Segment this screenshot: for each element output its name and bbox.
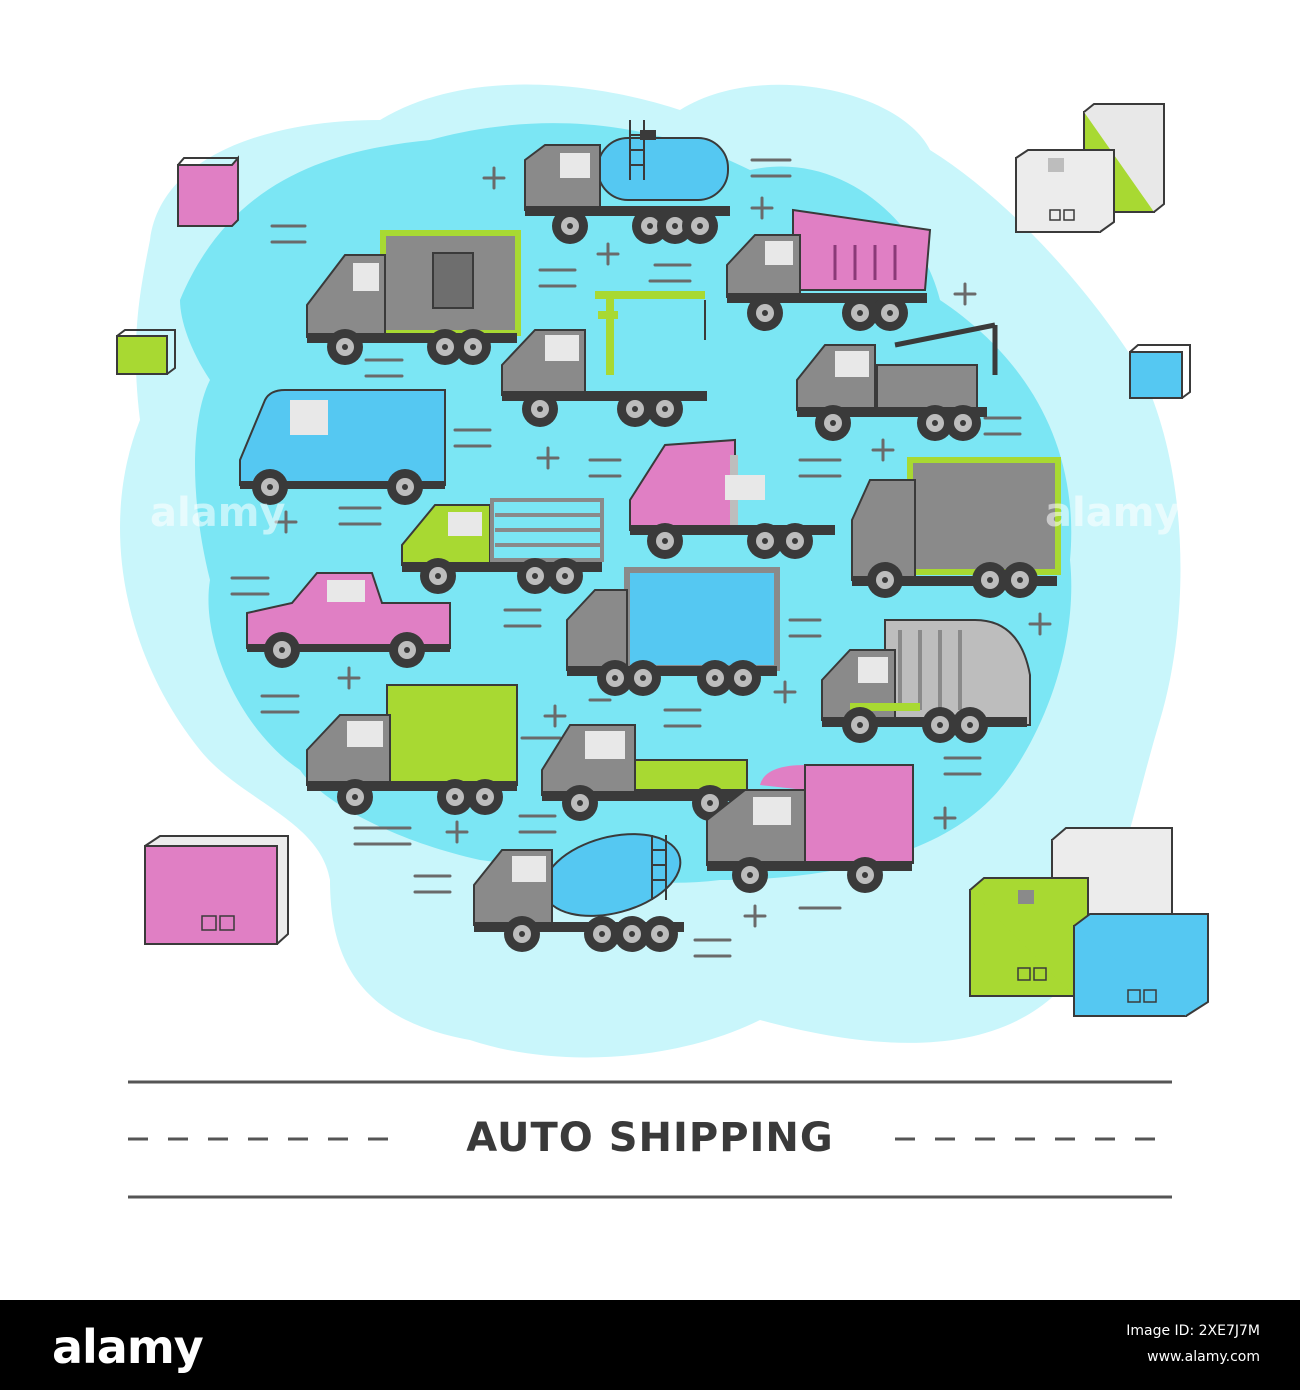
illustration	[116, 84, 1209, 1199]
cardboard-box-icon	[969, 827, 1209, 1017]
cardboard-box-icon	[116, 329, 176, 375]
cardboard-box-icon	[177, 155, 239, 227]
dump-truck-icon	[726, 208, 932, 331]
tow-truck-icon	[796, 322, 998, 441]
crane-truck-icon	[501, 291, 707, 427]
footer-bar: alamy Image ID: 2XE7J7M www.alamy.com	[0, 1300, 1300, 1390]
watermark: alamy	[1045, 490, 1181, 536]
motion-lines	[183, 158, 1022, 958]
box-truck-icon	[851, 457, 1061, 598]
cardboard-box-icon	[1129, 344, 1191, 399]
flatbed-truck-icon	[541, 724, 748, 821]
delivery-truck-icon	[706, 764, 914, 893]
cardboard-box-icon	[144, 835, 289, 945]
refrigerated-truck-icon	[306, 230, 521, 365]
logging-truck-icon	[401, 498, 604, 594]
cardboard-box-icon	[1015, 103, 1165, 233]
cement-mixer-icon	[473, 833, 684, 952]
footer-logo[interactable]: alamy	[52, 1320, 204, 1374]
footer-url[interactable]: www.alamy.com	[1147, 1349, 1260, 1365]
footer-meta: Image ID: 2XE7J7M www.alamy.com	[1126, 1318, 1260, 1370]
page-title: AUTO SHIPPING	[466, 1115, 834, 1161]
van-icon	[239, 389, 446, 505]
trailer-truck-icon	[566, 567, 780, 696]
cargo-truck-icon	[306, 684, 518, 815]
title-rules	[128, 1080, 1172, 1199]
garbage-truck-icon	[821, 619, 1031, 743]
watermark: alamy	[150, 490, 286, 536]
tanker-truck-icon	[524, 120, 730, 244]
pickup-truck-icon	[246, 572, 451, 668]
image-id: Image ID: 2XE7J7M	[1126, 1323, 1260, 1339]
semi-tractor-icon	[629, 438, 835, 559]
